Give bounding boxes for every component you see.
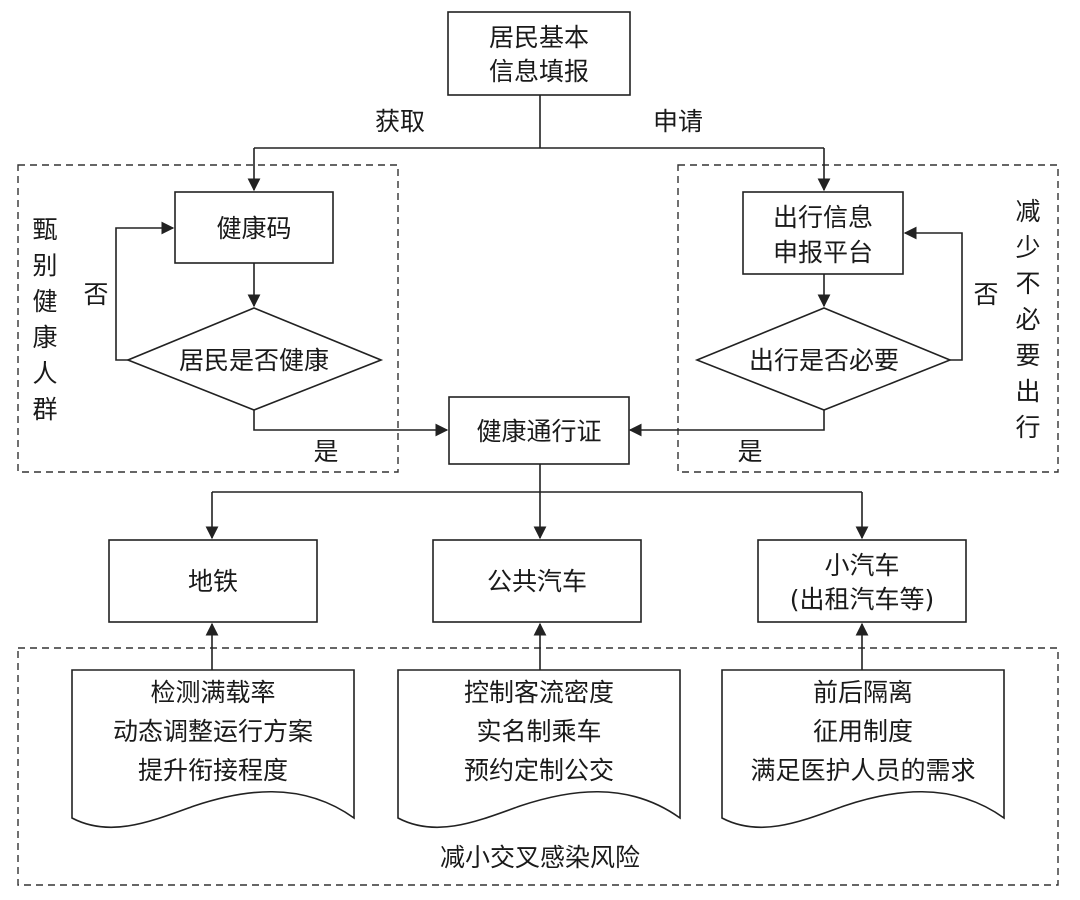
- reduce-travel-group-label: 减 少 不 必 要 出 行: [1015, 197, 1040, 442]
- right-group-char: 不: [1015, 269, 1040, 298]
- arrow-healthy-to-pass: [253, 410, 449, 437]
- metro-node: 地铁: [108, 539, 318, 623]
- edge-label-apply: 申请: [653, 107, 703, 136]
- left-group-char: 甄: [32, 215, 57, 244]
- right-group-char: 减: [1015, 197, 1040, 226]
- travel-necessary-decision-label: 出行是否必要: [749, 346, 899, 375]
- travel-necessary-decision-node: 出行是否必要: [694, 307, 953, 411]
- health-code-label: 健康码: [216, 214, 291, 243]
- health-pass-node: 健康通行证: [448, 396, 630, 465]
- travel-platform-line-1: 出行信息: [773, 203, 873, 232]
- bus-measures-document: 控制客流密度 实名制乘车 预约定制公交: [397, 669, 681, 829]
- edge-label-yes-right: 是: [737, 437, 762, 466]
- metro-label: 地铁: [188, 567, 238, 596]
- car-measure-2: 征用制度: [813, 717, 913, 746]
- resident-healthy-decision-node: 居民是否健康: [125, 307, 384, 411]
- right-group-char: 行: [1015, 413, 1040, 442]
- resident-info-line-1: 居民基本: [489, 23, 589, 52]
- left-group-char: 康: [32, 323, 57, 352]
- edge-label-no-left: 否: [83, 280, 108, 309]
- car-label-line-2: (出租汽车等): [790, 585, 935, 614]
- edge-label-yes-left: 是: [313, 437, 338, 466]
- edge-label-no-right: 否: [973, 280, 998, 309]
- bus-measure-1: 控制客流密度: [464, 678, 614, 707]
- right-group-char: 要: [1015, 341, 1040, 370]
- metro-measure-3: 提升衔接程度: [138, 756, 288, 785]
- reduce-infection-group-frame: [17, 647, 1059, 886]
- resident-info-line-2: 信息填报: [489, 57, 589, 86]
- loop-not-healthy: [115, 221, 175, 361]
- right-group-char: 必: [1015, 305, 1040, 334]
- bus-measure-3: 预约定制公交: [464, 756, 614, 785]
- right-group-char: 出: [1015, 377, 1040, 406]
- left-group-char: 别: [32, 251, 57, 280]
- car-measure-3: 满足医护人员的需求: [750, 756, 975, 785]
- bus-node: 公共汽车: [432, 539, 642, 623]
- arrow-necessary-to-pass: [628, 410, 825, 437]
- resident-healthy-decision-label: 居民是否健康: [179, 346, 329, 375]
- travel-platform-line-2: 申报平台: [773, 238, 873, 267]
- edge-label-obtain: 获取: [375, 107, 425, 136]
- car-measure-1: 前后隔离: [813, 678, 913, 707]
- car-label-line-1: 小汽车: [824, 551, 899, 580]
- reduce-travel-group-frame: [677, 164, 1059, 473]
- left-group-char: 健: [32, 287, 57, 316]
- car-node: 小汽车 (出租汽车等): [757, 539, 967, 623]
- metro-measure-1: 检测满载率: [150, 678, 275, 707]
- metro-measures-document: 检测满载率 动态调整运行方案 提升衔接程度: [71, 669, 355, 829]
- bus-label: 公共汽车: [487, 567, 587, 596]
- travel-platform-node: 出行信息 申报平台: [742, 191, 904, 275]
- connectors: [115, 95, 963, 670]
- left-group-char: 群: [32, 395, 57, 424]
- reduce-infection-group-label: 减小交叉感染风险: [440, 843, 640, 872]
- screen-healthy-group-frame: [17, 164, 399, 473]
- health-code-node: 健康码: [174, 191, 334, 264]
- metro-measure-2: 动态调整运行方案: [113, 717, 313, 746]
- right-group-char: 少: [1015, 233, 1040, 262]
- loop-not-necessary: [903, 226, 963, 361]
- left-group-char: 人: [32, 359, 57, 388]
- health-pass-label: 健康通行证: [476, 417, 601, 446]
- car-measures-document: 前后隔离 征用制度 满足医护人员的需求: [721, 669, 1005, 829]
- resident-info-node: 居民基本 信息填报: [447, 11, 631, 96]
- screen-healthy-group-label: 甄 别 健 康 人 群: [32, 215, 57, 424]
- bus-measure-2: 实名制乘车: [476, 717, 601, 746]
